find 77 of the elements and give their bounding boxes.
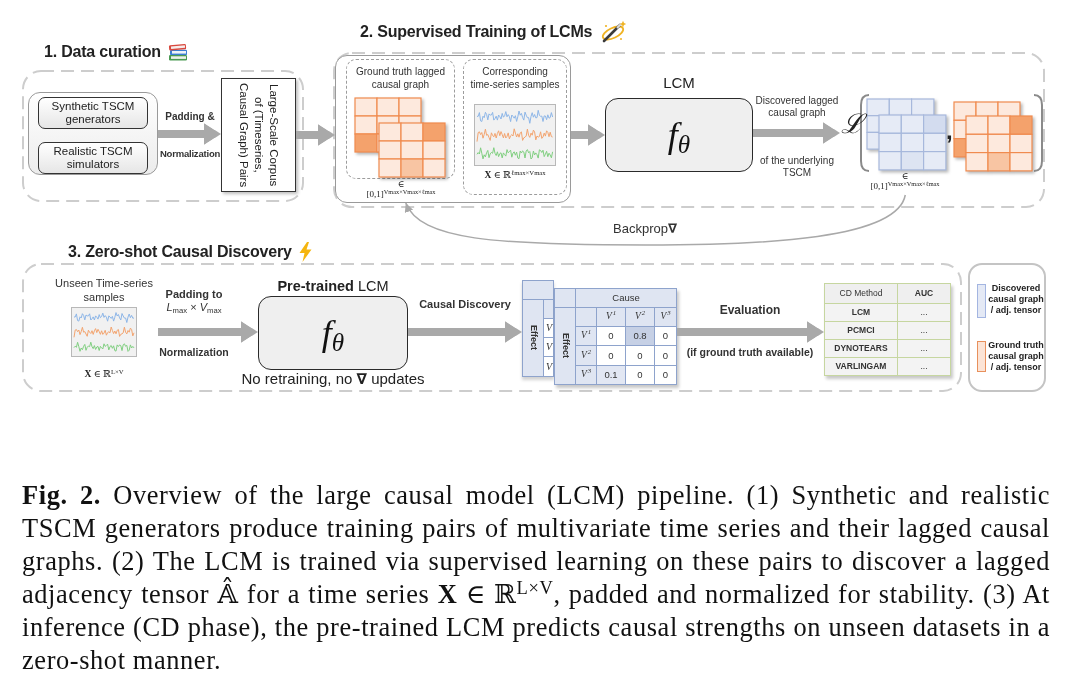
process-box: Synthetic TSCM generators xyxy=(38,97,148,129)
value-cell: 0.1 xyxy=(597,366,625,384)
header-cell: V$^{1}$ xyxy=(576,327,596,345)
arrow xyxy=(408,321,522,343)
legend-text: Ground truth causal graph / adj. tensor xyxy=(988,340,1044,373)
edge-label: Discovered lagged causal graph xyxy=(754,95,840,119)
header-cell: V$^{3}$ xyxy=(655,308,676,326)
header-cell: Effect xyxy=(555,308,575,384)
arrow-note: (if ground truth available) xyxy=(685,346,815,359)
value-cell: 0 xyxy=(655,327,676,345)
panel-title: Unseen Time-series samples xyxy=(54,277,154,305)
arrow xyxy=(571,124,605,146)
header-cell: V xyxy=(544,356,553,376)
value-cell: 0 xyxy=(655,366,676,384)
model-box: f$_{θ}$ xyxy=(258,296,408,370)
header-cell: V$^{1}$ xyxy=(597,308,625,326)
arrow xyxy=(296,124,335,146)
arrow xyxy=(405,194,907,246)
table-cell: PCMCI xyxy=(825,322,897,339)
separator-comma: , xyxy=(946,119,953,143)
edge-label: Evaluation xyxy=(718,303,782,318)
value-cell: 0 xyxy=(626,366,654,384)
sample-panel xyxy=(346,59,455,179)
model-label: Pre-trained LCM xyxy=(277,278,389,295)
table-cell: LCM xyxy=(825,304,897,321)
value-cell: 0 xyxy=(655,346,676,365)
header-cell: CD Method xyxy=(825,284,897,303)
table-cell: ... xyxy=(898,340,950,357)
table-cell: DYNOTEARS xyxy=(825,340,897,357)
matrix-table xyxy=(554,288,677,385)
table-cell: ... xyxy=(898,322,950,339)
value-cell: 0.8 xyxy=(626,327,654,345)
math-formula: X ∈ ℝ$^{ℓmax×Vmax}$ xyxy=(484,169,546,180)
header-cell: V xyxy=(544,318,553,337)
figure-caption: Fig. 2. Overview of the large causal model (LCM) pipeline. (1) Synthetic and realistic TSCM generators produce training pairs of multivariate time series and their lagged causal graphs. (2) The LCM is trained via supervised learning on these pairs to discover a lagged adjacency tensor 𝔸̂ for a time series X ∈ ℝ$^{L×V}$, padded and normalized for stability. (3) At inference (CD phase), the pre-trained LCM predicts causal strengths on unseen datasets in a zero-shot manner. xyxy=(22,479,1050,677)
section-title: 2. Supervised Training of LCMs xyxy=(360,22,593,42)
note-text: No retraining, no ∇ updates xyxy=(241,371,425,388)
header-cell: AUC xyxy=(898,284,950,303)
header-cell: V$^{2}$ xyxy=(576,346,596,365)
table-cell: ... xyxy=(898,358,950,375)
model-box: f$_{θ}$ xyxy=(605,98,753,172)
section-title: 1. Data curation xyxy=(44,42,161,62)
legend-text: Discovered causal graph / adj. tensor xyxy=(988,283,1044,316)
panel-title: Corresponding time-series samples xyxy=(470,66,560,91)
edge-label: Padding to L$_{max}$ × V$_{max}$ xyxy=(164,288,224,315)
group-box xyxy=(335,55,571,203)
edge-label: Backprop∇ xyxy=(612,221,678,237)
group-box xyxy=(28,92,158,175)
edge-label: Padding & xyxy=(164,111,216,123)
math-formula: X ∈ ℝ$^{L×V}$ xyxy=(84,368,124,379)
edge-label: Causal Discovery xyxy=(418,298,512,312)
arrow xyxy=(677,321,824,343)
panel-title: Ground truth lagged causal graph xyxy=(355,66,446,91)
math-formula: ∈ [0,1]$^{Vmax×Vmax×ℓmax}$ xyxy=(366,180,436,200)
arrow-note: Normalization xyxy=(159,148,221,160)
arrow-note: Normalization xyxy=(159,346,229,359)
value-cell: 0 xyxy=(626,346,654,365)
table-cell: ... xyxy=(898,304,950,321)
arrow-note: of the underlying TSCM xyxy=(759,155,835,179)
header-cell: V xyxy=(544,337,553,356)
matrix-table xyxy=(522,280,554,377)
arrow xyxy=(158,123,221,145)
table-cell: VARLINGAM xyxy=(825,358,897,375)
header-cell: Effect xyxy=(523,299,544,376)
header-cell: Cause xyxy=(576,289,676,307)
model-label: LCM xyxy=(663,74,695,92)
process-box: Realistic TSCM simulators xyxy=(38,142,148,174)
value-cell: 0 xyxy=(597,346,625,365)
math-formula: ∈ [0,1]$^{Vmax×Vmax×ℓmax}$ xyxy=(870,172,940,192)
header-cell: V$^{2}$ xyxy=(626,308,654,326)
arrow xyxy=(753,122,840,144)
results-table xyxy=(824,283,951,376)
corpus-box: Large-Scale Corpus of (Timeseries, Causal Graph) Pairs xyxy=(221,78,296,192)
header-cell: V$^{3}$ xyxy=(576,366,596,384)
section-title: 3. Zero-shot Causal Discovery xyxy=(68,242,292,262)
value-cell: 0 xyxy=(597,327,625,345)
sample-panel xyxy=(463,59,567,195)
